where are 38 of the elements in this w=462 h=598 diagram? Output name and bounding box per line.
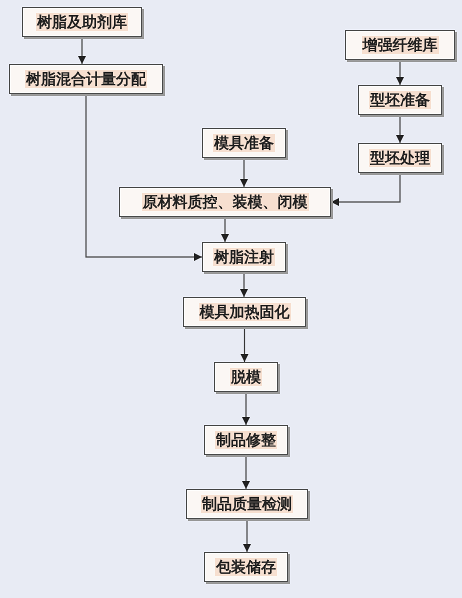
process-box — [202, 242, 286, 272]
arrow — [240, 158, 248, 187]
process-box — [22, 7, 142, 37]
step-label: 树脂混合计量分配 — [25, 70, 147, 88]
process-box — [183, 297, 306, 327]
step-label: 型坯处理 — [369, 149, 431, 167]
process-box — [345, 30, 455, 60]
process-box — [186, 489, 308, 519]
step-label: 型坯准备 — [369, 91, 431, 109]
step-label: 模具准备 — [213, 134, 275, 152]
arrow — [240, 272, 248, 297]
arrow — [243, 519, 251, 552]
arrow — [221, 217, 229, 242]
process-box — [214, 362, 278, 392]
arrow — [396, 115, 404, 143]
arrow — [85, 94, 202, 261]
arrow — [242, 392, 250, 425]
step-label: 制品修整 — [215, 431, 277, 449]
process-box — [119, 187, 331, 217]
process-box — [202, 128, 286, 158]
step-label: 制品质量检测 — [201, 495, 293, 513]
step-label: 脱模 — [230, 368, 262, 386]
arrow — [331, 173, 401, 206]
process-box — [358, 143, 442, 173]
step-label: 原材料质控、装模、闭模 — [142, 193, 308, 211]
process-box — [204, 552, 288, 582]
arrow — [396, 60, 404, 85]
arrow — [240, 327, 248, 362]
step-label: 增强纤维库 — [362, 36, 438, 54]
arrow — [78, 37, 86, 64]
step-label: 包装储存 — [215, 558, 277, 576]
step-label: 树脂注射 — [213, 248, 275, 266]
arrow — [242, 455, 250, 489]
step-label: 模具加热固化 — [198, 303, 290, 321]
step-label: 树脂及助剂库 — [36, 13, 128, 31]
process-box — [9, 64, 163, 94]
process-box — [204, 425, 288, 455]
process-box — [358, 85, 442, 115]
